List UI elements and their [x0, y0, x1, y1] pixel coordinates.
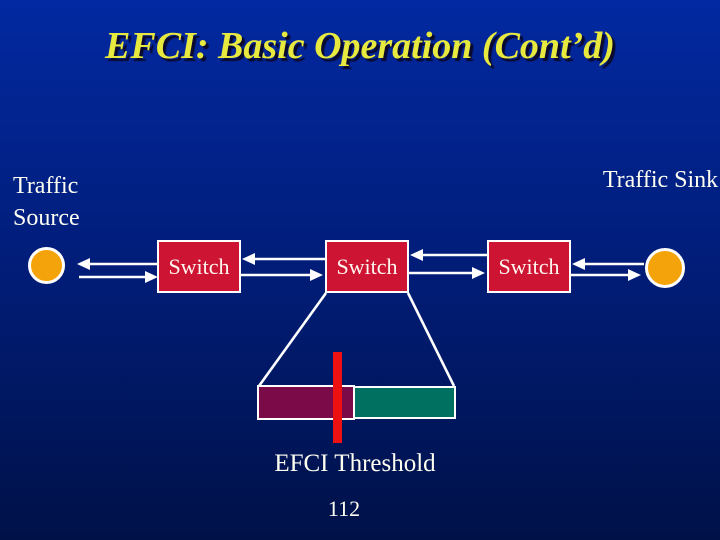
- forward-arrow-switch3-sink: [571, 269, 641, 281]
- backward-arrow-switch1-switch2: [242, 253, 325, 265]
- slide-title: EFCI: Basic Operation (Cont’d): [105, 25, 615, 67]
- forward-arrow-switch2-switch3: [409, 267, 485, 279]
- buffer-above-threshold-region: [353, 386, 456, 419]
- forward-arrow-source-switch1: [79, 271, 158, 283]
- switch-2-label: Switch: [336, 253, 398, 279]
- forward-arrow-switch1-switch2: [241, 269, 323, 281]
- switch-box-2: Switch: [325, 240, 409, 293]
- switch-3-label: Switch: [498, 253, 560, 279]
- traffic-sink-node: [645, 248, 685, 288]
- switch-box-3: Switch: [487, 240, 571, 293]
- backward-arrow-source-switch1: [77, 258, 157, 270]
- efci-threshold-marker-line: [333, 352, 342, 443]
- traffic-source-node: [28, 247, 65, 284]
- traffic-sink-label: Traffic Sink: [602, 167, 719, 193]
- page-number: 112: [327, 496, 361, 521]
- traffic-source-label: Traffic Source: [13, 173, 80, 231]
- backward-arrow-switch2-switch3: [410, 249, 487, 261]
- efci-threshold-label: EFCI Threshold: [274, 450, 436, 477]
- buffer-zoom-trapezoid: [257, 292, 456, 387]
- switch-box-1: Switch: [157, 240, 241, 293]
- switch-1-label: Switch: [168, 253, 230, 279]
- backward-arrow-switch3-sink: [572, 258, 644, 270]
